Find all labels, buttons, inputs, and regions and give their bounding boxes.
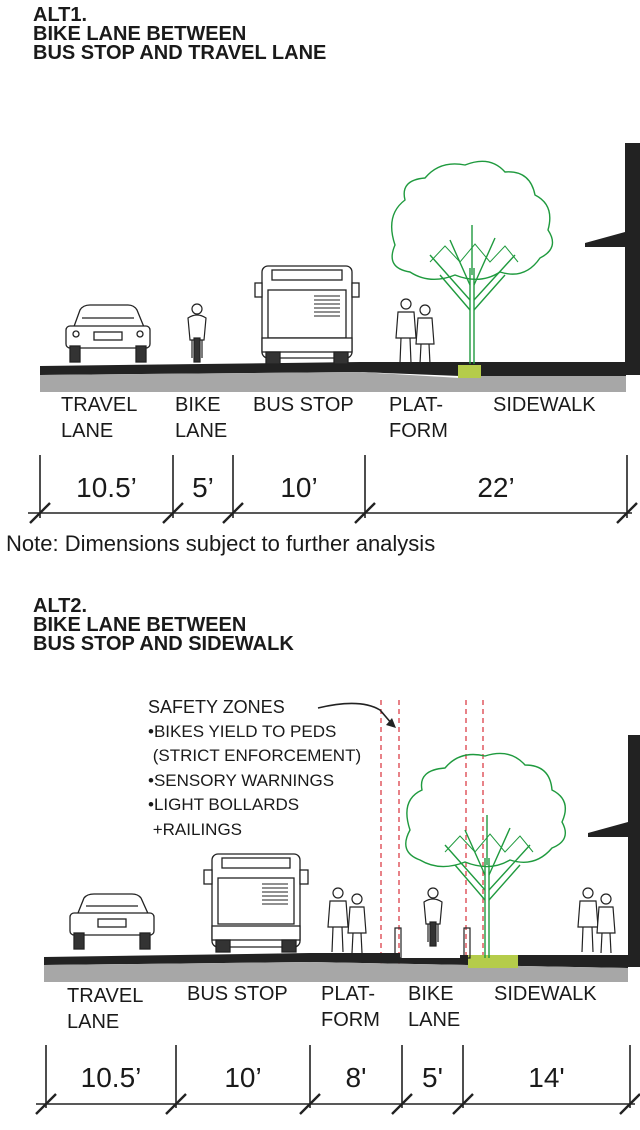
bus-illustration [203, 853, 309, 953]
alt1-label-platform-line1: PLAT- [389, 394, 444, 416]
alt1-label-bike-lane-line1: BIKE [175, 394, 221, 416]
cyclist-illustration [423, 887, 443, 947]
alt1-street-section [28, 143, 640, 524]
alt2-dimension-platform: 8' [345, 1062, 367, 1093]
safety-callout-arrowhead [386, 718, 396, 728]
alt1-title: ALT1. BIKE LANE BETWEEN BUS STOP AND TRA… [33, 4, 327, 64]
alt2-label-travel-lane: TRAVEL LANE [67, 983, 143, 1035]
pedestrians-illustration [395, 298, 435, 365]
ground-profile [44, 953, 628, 982]
car-illustration [69, 893, 155, 950]
safety-item-bikes-yield: •BIKES YIELD TO PEDS [148, 721, 337, 741]
alt1-dimension-line [28, 455, 638, 524]
safety-zones-callout: SAFETY ZONES •BIKES YIELD TO PEDS (STRIC… [148, 695, 361, 842]
alt2-dimension-travel-lane: 10.5’ [80, 1062, 142, 1093]
alt2-label-sidewalk-line1: SIDEWALK [494, 983, 597, 1005]
alt2-dimension-bike-lane: 5' [422, 1062, 443, 1093]
alt2-label-sidewalk: SIDEWALK [494, 981, 597, 1007]
alt1-label-platform-line2: FORM [389, 420, 448, 442]
alt1-dimension-platform-sidewalk: 22’ [477, 472, 515, 503]
alt2-dimension-line [35, 1045, 640, 1115]
safety-item-railings: +RAILINGS [148, 819, 243, 839]
alt2-label-platform: PLAT- FORM [321, 981, 380, 1033]
alt2-title-line2: BIKE LANE BETWEEN [33, 614, 247, 636]
alt1-label-bike-lane-line2: LANE [175, 420, 228, 442]
alt2-dimension-bus-stop: 10’ [224, 1062, 262, 1093]
bollards [394, 927, 471, 959]
safety-item-sensory-warnings: •SENSORY WARNINGS [148, 770, 335, 790]
safety-zones-heading: SAFETY ZONES [148, 697, 285, 717]
alt2-title-line3: BUS STOP AND SIDEWALK [33, 633, 294, 655]
alt2-label-bike-lane: BIKE LANE [408, 981, 460, 1033]
alt2-label-travel-lane-line1: TRAVEL [67, 985, 144, 1007]
alt1-dimension-travel-lane: 10.5’ [76, 472, 137, 503]
alt2-label-platform-line1: PLAT- [321, 983, 376, 1005]
pedestrians-platform-illustration [327, 887, 367, 954]
alt1-label-bike-lane: BIKE LANE [175, 392, 227, 444]
alt1-label-platform: PLAT- FORM [389, 392, 448, 444]
alt2-label-bike-lane-line2: LANE [408, 1009, 461, 1031]
building [585, 143, 640, 375]
alt2-dimension-sidewalk: 14' [528, 1062, 565, 1093]
alt2-label-travel-lane-line2: LANE [67, 1011, 120, 1033]
alt1-label-travel-lane-line1: TRAVEL [61, 394, 138, 416]
ground-profile [40, 362, 626, 392]
alt1-title-line1: ALT1. [33, 4, 88, 26]
alt2-title-line1: ALT2. [33, 595, 88, 617]
alt1-label-sidewalk-line1: SIDEWALK [493, 394, 596, 416]
alt1-label-sidewalk: SIDEWALK [493, 392, 596, 418]
tree-illustration [391, 160, 554, 364]
alt2-label-bus-stop: BUS STOP [187, 981, 288, 1007]
alt2-label-platform-line2: FORM [321, 1009, 380, 1031]
alt1-title-line3: BUS STOP AND TRAVEL LANE [33, 42, 327, 64]
cyclist-illustration [187, 303, 207, 363]
alt1-label-travel-lane: TRAVEL LANE [61, 392, 137, 444]
safety-item-strict-enforcement: (STRICT ENFORCEMENT) [148, 746, 362, 765]
alt1-title-line2: BIKE LANE BETWEEN [33, 23, 247, 45]
alt2-label-bike-lane-line1: BIKE [408, 983, 454, 1005]
tree-illustration [405, 752, 566, 958]
alt1-label-bus-stop: BUS STOP [253, 392, 354, 418]
alt1-dimension-bus-stop: 10’ [280, 472, 318, 503]
pedestrians-sidewalk-illustration [577, 887, 616, 954]
alt2-title: ALT2. BIKE LANE BETWEEN BUS STOP AND SID… [33, 595, 294, 655]
alt1-label-bus-stop-line1: BUS STOP [253, 394, 354, 416]
safety-item-light-bollards: •LIGHT BOLLARDS [148, 795, 300, 814]
car-illustration [65, 304, 151, 363]
building [588, 735, 640, 967]
bus-illustration [254, 265, 360, 365]
alt2-label-bus-stop-line1: BUS STOP [187, 983, 288, 1005]
safety-callout-arrow [317, 702, 393, 725]
alt1-label-travel-lane-line2: LANE [61, 420, 114, 442]
alt1-dimension-bike-lane: 5’ [192, 472, 214, 503]
dimensions-note: Note: Dimensions subject to further anal… [6, 531, 436, 556]
